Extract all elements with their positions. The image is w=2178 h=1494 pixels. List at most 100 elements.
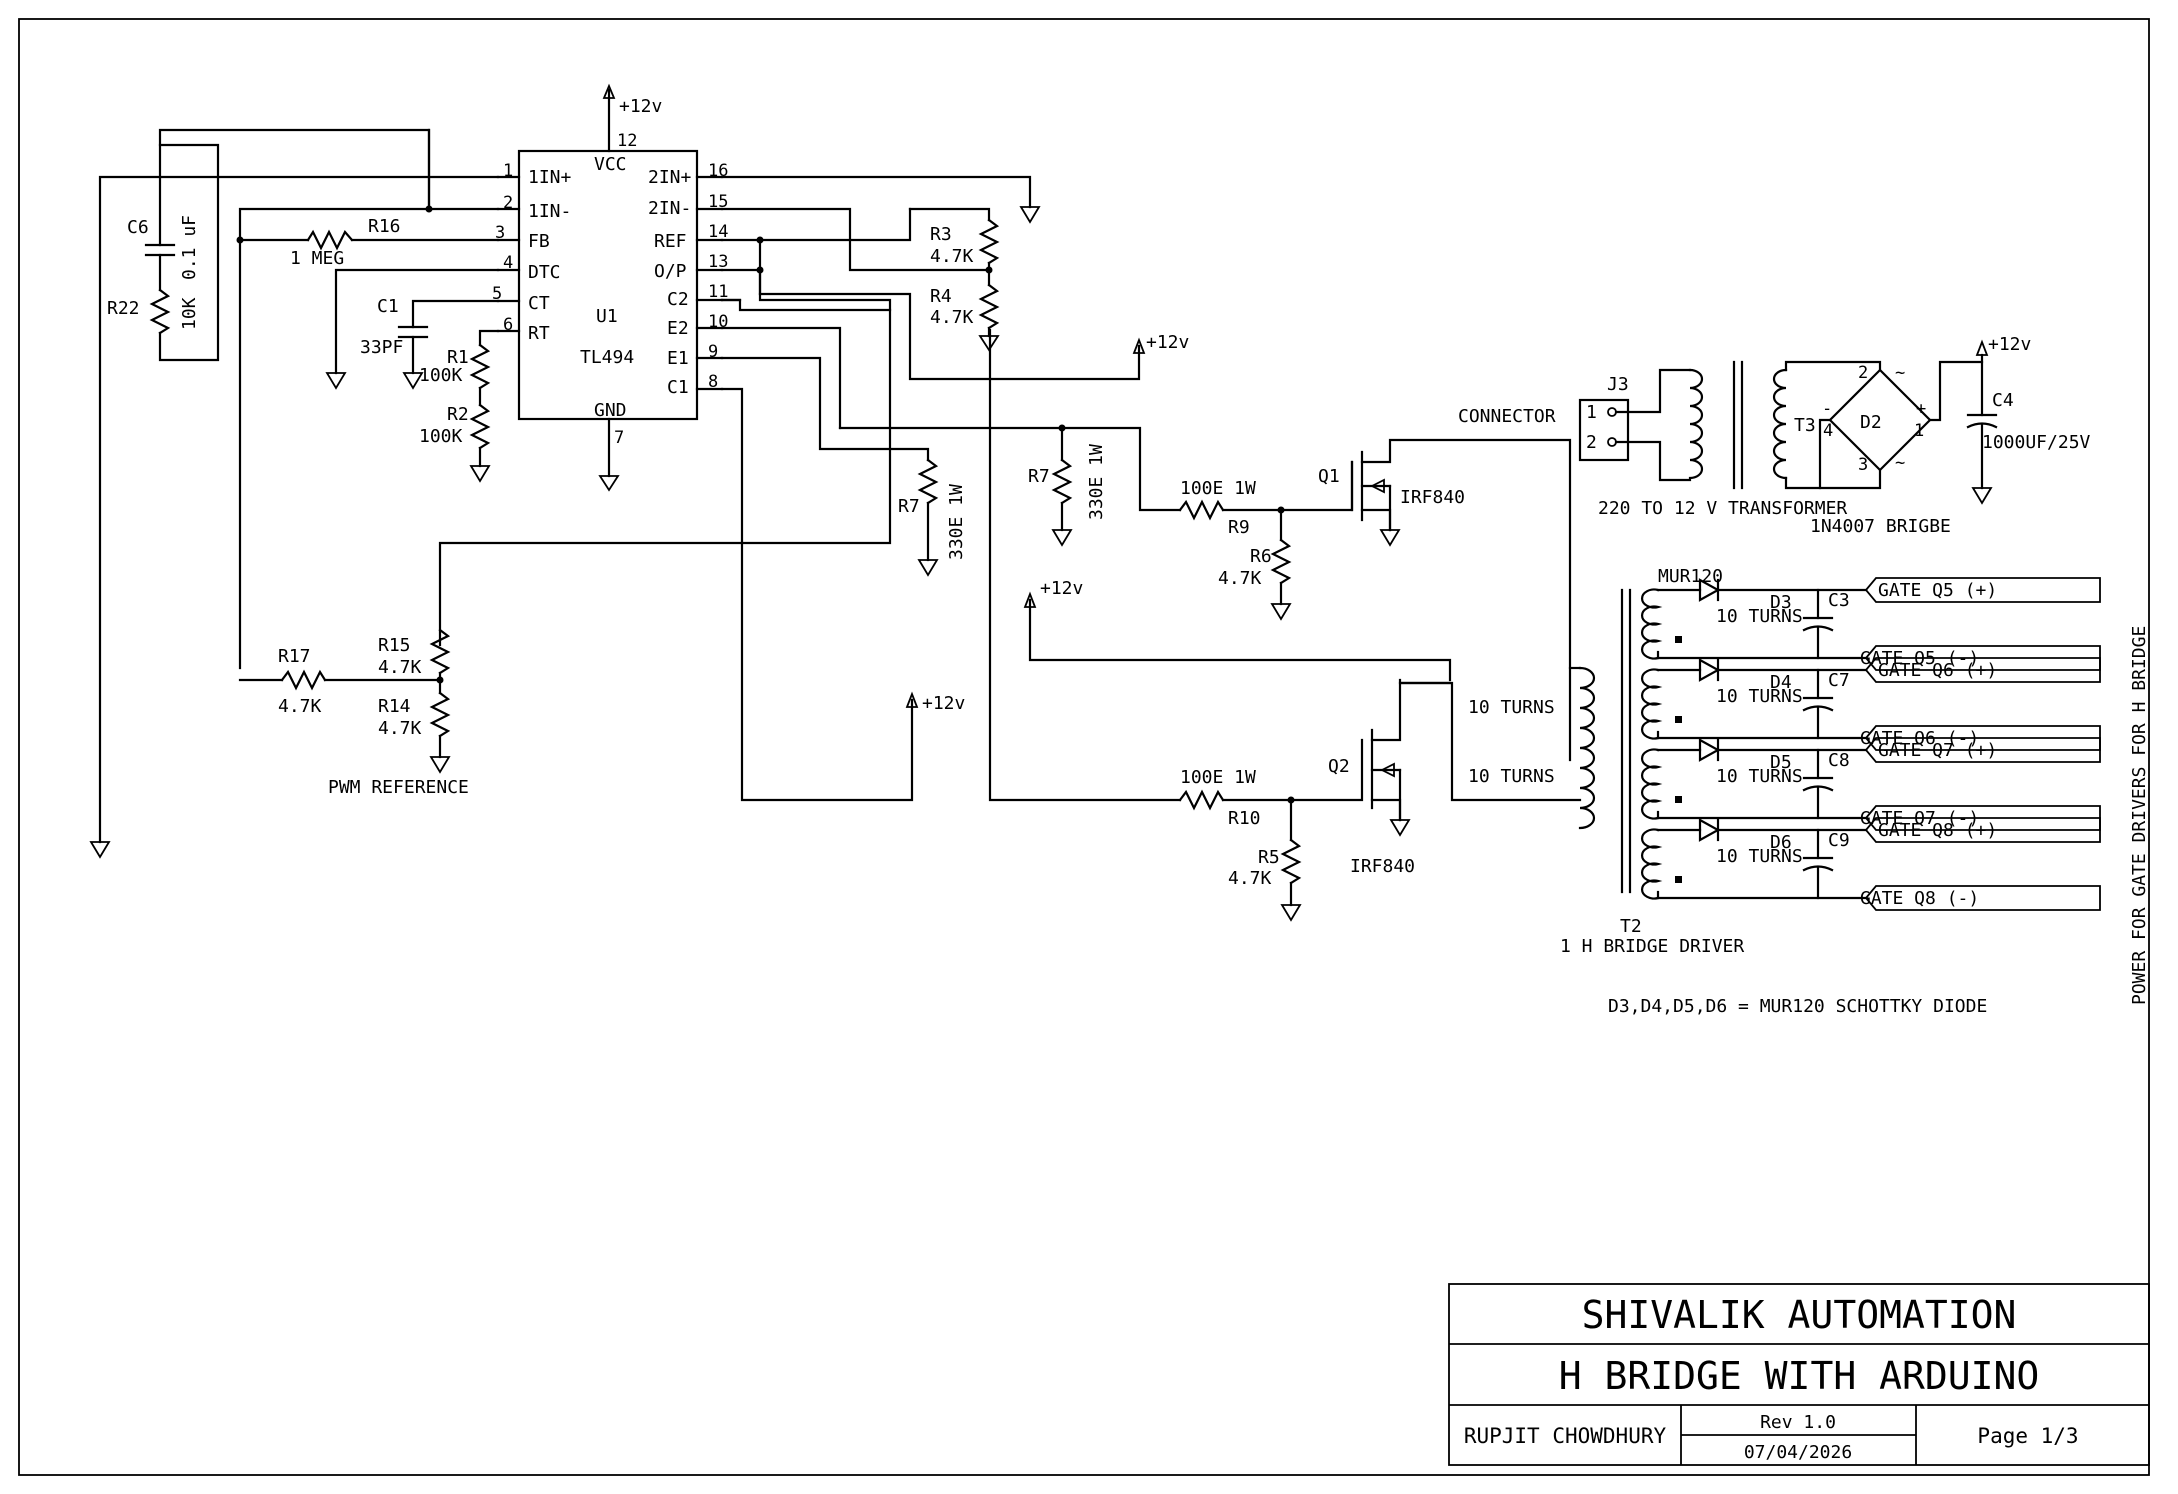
label-p12v-c4: +12v [1988, 334, 2031, 355]
cap-label: C3 [1828, 590, 1850, 611]
gate-plus-label: GATE Q6 (+) [1878, 660, 1997, 681]
label-r4: R4 [930, 286, 952, 307]
gate-plus-terminal [1864, 657, 2101, 683]
label-connector: CONNECTOR [1458, 406, 1556, 427]
label-r1: R1 [447, 347, 469, 368]
label-r7-left-value: 330E 1W [946, 484, 967, 560]
sheet-border [18, 18, 2150, 1476]
gate-minus-label: GATE Q8 (-) [1860, 888, 1979, 909]
label-r5: R5 [1258, 847, 1280, 868]
title-date: 07/04/2026 [1744, 1442, 1852, 1463]
diode-symbol [1698, 738, 1721, 762]
label-j3-pin2: 2 [1586, 432, 1597, 453]
label-side-note: POWER FOR GATE DRIVERS FOR H BRIDGE [2129, 626, 2150, 1005]
pin-name-ref: REF [654, 231, 687, 252]
pin-name-2in-plus: 2IN+ [648, 167, 692, 188]
label-c1-value: 33PF [360, 337, 403, 358]
label-d2: D2 [1860, 412, 1882, 433]
cap-label: C7 [1828, 670, 1850, 691]
diode-label: D6 [1770, 832, 1792, 853]
title-project: H BRIDGE WITH ARDUINO [1559, 1354, 2039, 1398]
label-p12v-ic: +12v [619, 96, 662, 117]
pin-num-4: 4 [503, 253, 513, 273]
cap-plate [1802, 865, 1834, 872]
label-t2-name: 1 H BRIDGE DRIVER [1560, 936, 1744, 957]
label-q1: Q1 [1318, 466, 1340, 487]
ic-vcc-name: VCC [594, 154, 627, 175]
pin-num-2: 2 [503, 193, 513, 213]
title-company: SHIVALIK AUTOMATION [1582, 1293, 2017, 1337]
pin-num-8: 8 [708, 372, 718, 392]
pin-num-3: 3 [495, 223, 505, 243]
ic-part: TL494 [580, 347, 634, 368]
label-r10-value: 100E 1W [1180, 767, 1256, 788]
label-q1-part: IRF840 [1400, 487, 1465, 508]
pin-name-rt: RT [528, 323, 550, 344]
pin-name-c2: C2 [667, 289, 689, 310]
label-r16: R16 [368, 216, 401, 237]
gate-plus-label: GATE Q7 (+) [1878, 740, 1997, 761]
pin-name-op: O/P [654, 261, 687, 282]
pin-name-1in-plus: 1IN+ [528, 167, 572, 188]
pin-name-1in-minus: 1IN- [528, 201, 571, 222]
gate-plus-terminal [1864, 577, 2101, 603]
label-bridge-pin-4: 4 [1823, 421, 1833, 441]
ic-ref: U1 [596, 306, 618, 327]
label-pwm-reference: PWM REFERENCE [328, 777, 469, 798]
ic-gnd-name: GND [594, 400, 627, 421]
label-r9: R9 [1228, 517, 1250, 538]
power-supply [1578, 339, 1998, 505]
label-r3-value: 4.7K [930, 246, 974, 267]
label-q2: Q2 [1328, 756, 1350, 777]
title-block [1448, 1283, 2150, 1466]
pin-num-5: 5 [492, 284, 502, 304]
label-r9-value: 100E 1W [1180, 478, 1256, 499]
pin-name-ct: CT [528, 293, 550, 314]
pin-num-13: 13 [708, 252, 728, 272]
pin-name-dtc: DTC [528, 262, 561, 283]
label-q2-part: IRF840 [1350, 856, 1415, 877]
turns-label: 10 TURNS [1716, 766, 1803, 787]
label-r10: R10 [1228, 808, 1261, 829]
turns-label: 10 TURNS [1716, 686, 1803, 707]
label-r15-value: 4.7K [378, 657, 422, 678]
diode-label: D4 [1770, 672, 1792, 693]
pin-name-fb: FB [528, 231, 550, 252]
pin-name-c1: C1 [667, 377, 689, 398]
diode-symbol [1698, 658, 1721, 682]
label-r4-value: 4.7K [930, 307, 974, 328]
label-bridge-pin-2: 2 [1858, 363, 1868, 383]
ic-gnd-pin: 7 [614, 428, 624, 448]
pin-num-6: 6 [503, 315, 513, 335]
label-c6-value: 0.1 uF [179, 215, 200, 280]
label-r22-value: 10K [179, 297, 200, 330]
label-p12v-r3r4: +12v [1146, 332, 1189, 353]
label-prim-turns-b: 10 TURNS [1468, 766, 1555, 787]
label-bridge-part: 1N4007 BRIGBE [1810, 516, 1951, 537]
label-r15: R15 [378, 635, 411, 656]
label-r17-value: 4.7K [278, 696, 322, 717]
polarity-dot [1675, 796, 1682, 803]
title-revision: Rev 1.0 [1760, 1412, 1836, 1433]
gate-plus-terminal [1864, 737, 2101, 763]
pin-num-11: 11 [708, 282, 728, 302]
gate-plus-label: GATE Q8 (+) [1878, 820, 1997, 841]
label-c6: C6 [127, 217, 149, 238]
secondary-coil [1640, 588, 1663, 660]
polarity-dot [1675, 716, 1682, 723]
diode-label: D5 [1770, 752, 1792, 773]
label-r6: R6 [1250, 546, 1272, 567]
diode-symbol [1698, 818, 1721, 842]
label-r16-value: 1 MEG [290, 248, 344, 269]
ic-vcc-pin: 12 [617, 131, 637, 151]
secondary-coil [1640, 748, 1663, 820]
pin-name-e1: E1 [667, 348, 689, 369]
label-r17: R17 [278, 646, 311, 667]
gate-plus-label: GATE Q5 (+) [1878, 580, 1997, 601]
label-bridge-pin-1: 1 [1914, 421, 1924, 441]
title-author: RUPJIT CHOWDHURY [1464, 1424, 1667, 1448]
label-diode-note: D3,D4,D5,D6 = MUR120 SCHOTTKY DIODE [1608, 996, 1987, 1017]
cap-label: C9 [1828, 830, 1850, 851]
